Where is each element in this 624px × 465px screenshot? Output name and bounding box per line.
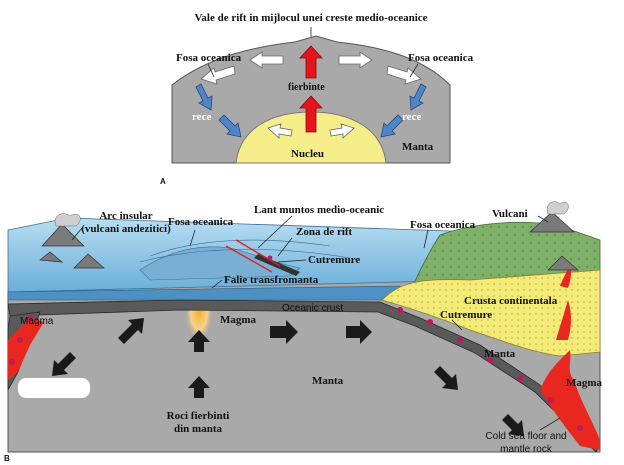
label-earthquake-1: Cutremure: [308, 254, 361, 266]
oceanic-crust-band: [7, 299, 601, 453]
magma-rising-right: [556, 300, 571, 340]
leader-trench-left-b: [189, 229, 196, 247]
label-rift-zone: Zona de rift: [296, 226, 353, 238]
label-continental-crust: Crusta continentala: [464, 295, 558, 307]
label-trench-left-a: Fosa oceanica: [176, 52, 242, 64]
label-cold-left: rece: [192, 111, 212, 123]
leader-volcanoes: [537, 215, 549, 223]
label-island-arc: Arc insular (vulcani andezitici): [81, 210, 171, 235]
leader-rift-zone: [277, 237, 293, 257]
hot-arrow-top: [299, 45, 323, 79]
label-mantle-a: Manta: [402, 141, 434, 153]
leader-island-arc: [71, 227, 83, 241]
cold-arrow-right-1: [409, 83, 427, 111]
cold-arrow-left-2: [218, 114, 242, 138]
label-ridge: Lant muntos medio-oceanic: [254, 204, 385, 216]
label-transform-faults: Falie transfromanta: [224, 274, 319, 286]
panel-a-letter: A: [160, 177, 166, 186]
blank-label-box: [18, 378, 90, 398]
label-earthquake-2: Cutremure: [440, 309, 493, 321]
ridge-crest-lines: [139, 239, 351, 263]
convection-arrow-2: [52, 352, 76, 376]
label-core: Nucleu: [291, 148, 324, 160]
rift-fissure: [225, 239, 281, 273]
label-mantle-center: Manta: [312, 375, 344, 387]
leader-ridge: [257, 215, 293, 249]
continental-volcanoes: [529, 201, 579, 271]
leader-cold-floor: [539, 417, 561, 431]
cold-arrow-left-1: [195, 83, 213, 111]
label-cold-floor: Cold sea floor and mantle rock: [485, 431, 567, 455]
label-magma-right: Magma: [566, 377, 603, 389]
label-hot: fierbinte: [288, 82, 325, 93]
label-trench-right-b: Fosa oceanica: [410, 219, 476, 231]
label-oceanic-crust: Oceanic crust: [282, 303, 344, 314]
magma-right: [540, 350, 600, 450]
leader-trench-right-a: [409, 63, 419, 78]
panel-a-title: Vale de rift in mijlocul unei creste med…: [194, 12, 428, 24]
convection-arrow-4: [346, 320, 372, 344]
leader-earthquake-2: [451, 319, 463, 331]
leader-transform-fault: [211, 279, 223, 289]
hot-arrow-bottom: [299, 95, 323, 133]
white-arrow-far-left: [200, 65, 236, 85]
label-magma-left: Magma: [20, 316, 54, 327]
island-arc-volcanoes: [39, 213, 105, 269]
white-arrow-right-top: [338, 51, 373, 69]
panel-b: [7, 201, 601, 453]
convection-arrow-5: [434, 366, 458, 390]
white-arrow-far-right: [386, 65, 422, 85]
rising-arrow-lower: [188, 376, 210, 398]
label-trench-right-a: Fosa oceanica: [408, 52, 474, 64]
rising-arrow-upper: [188, 330, 210, 352]
label-magma-center: Magma: [220, 314, 257, 326]
leader-trench-right-b: [423, 229, 429, 249]
convection-arrows: [52, 318, 524, 436]
label-cold-right: rece: [402, 111, 422, 123]
magma-left: [8, 318, 44, 380]
convection-arrow-3: [270, 320, 298, 344]
leader-earthquake-1: [277, 259, 307, 263]
label-mantle-right: Manta: [484, 348, 516, 360]
label-trench-left-b: Fosa oceanica: [168, 216, 234, 228]
cold-arrow-right-2: [380, 114, 404, 138]
white-arrow-left-top: [249, 51, 284, 69]
earthquake-markers: [9, 255, 583, 431]
white-arrow-bottom-right: [329, 123, 355, 139]
convection-arrow-1: [118, 318, 144, 344]
label-hot-rock: Roci fierbinti din manta: [166, 410, 230, 435]
leader-trench-left-a: [207, 63, 215, 78]
white-arrow-bottom-left: [267, 123, 293, 139]
label-volcanoes: Vulcani: [492, 208, 528, 220]
convection-arrow-6: [502, 414, 524, 436]
panel-b-letter: B: [4, 454, 10, 463]
continental-crust: [381, 269, 601, 357]
panel-a: [171, 27, 451, 164]
